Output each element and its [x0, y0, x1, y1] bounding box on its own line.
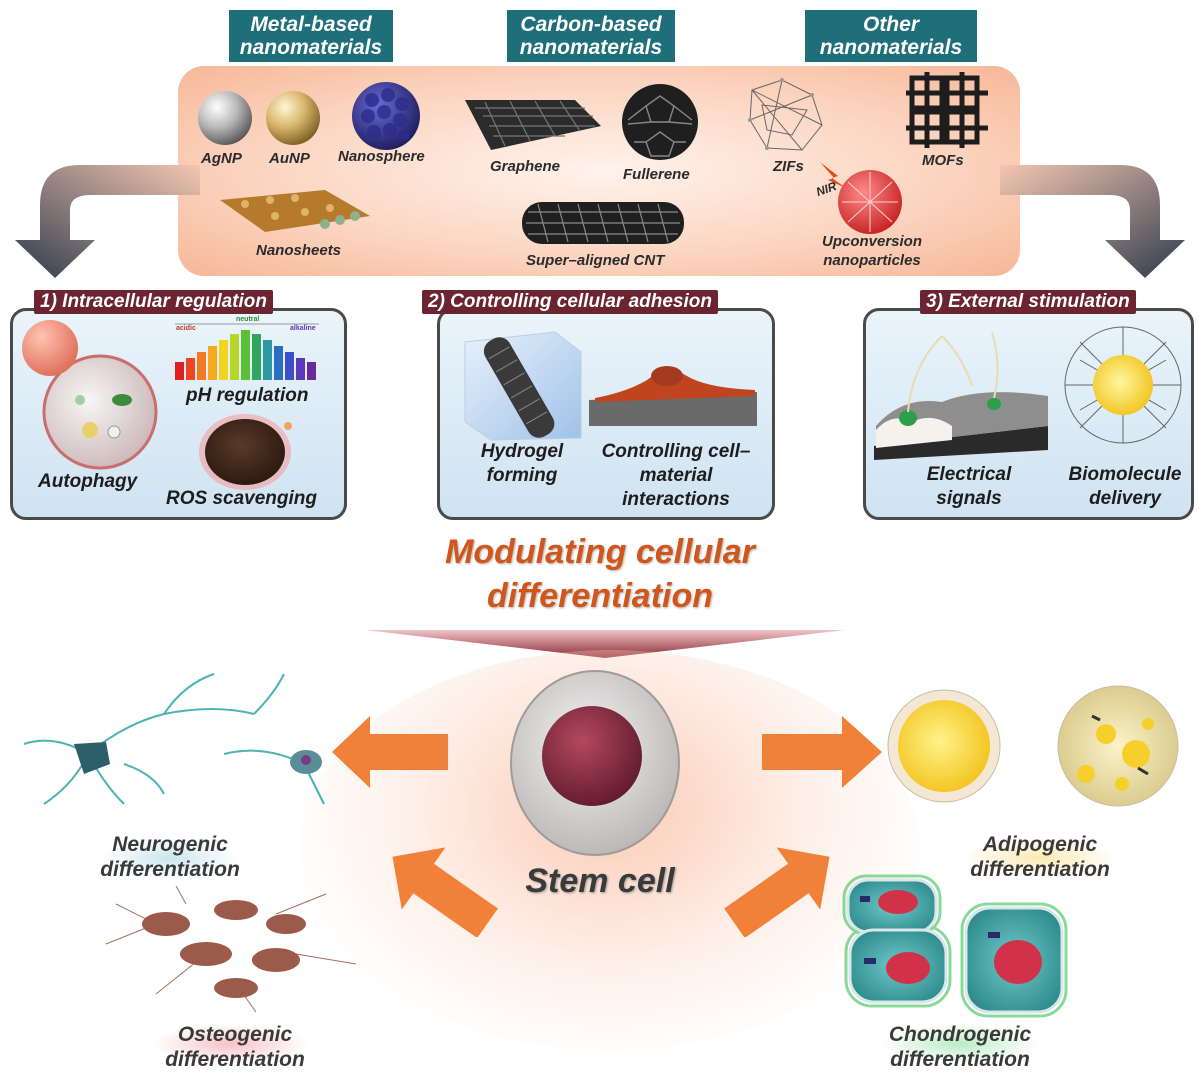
section-title-intracellular: 1) Intracellular regulation: [34, 290, 273, 314]
agnp-image: [198, 91, 252, 145]
label-adipo: Adipogenic differentiation: [970, 833, 1110, 881]
label-mofs: MOFs: [922, 152, 964, 169]
chondro-glow: [880, 1024, 1040, 1064]
label-cnt: Super–aligned CNT: [526, 252, 665, 269]
label-zifs: ZIFs: [773, 158, 804, 175]
label-osteo: Osteogenic differentiation: [165, 1023, 305, 1071]
section-title-external: 3) External stimulation: [920, 290, 1136, 314]
cell-material-image: [589, 366, 757, 426]
electrical-signals-image: [874, 331, 1048, 460]
label-hydrogel: Hydrogel forming: [480, 441, 564, 486]
zifs-image: [748, 78, 823, 151]
ph-scale-acidic: acidic: [176, 325, 196, 332]
label-aunp: AuNP: [269, 150, 310, 167]
chondrocyte-image: [842, 874, 1068, 1018]
modulating-title: Modulating cellular differentiation: [445, 533, 755, 615]
header-other: Other nanomaterials: [805, 10, 977, 62]
arrow-to-neuro: [332, 716, 448, 788]
ph-scale-alkaline: alkaline: [290, 325, 316, 332]
label-electrical: Electrical signals: [926, 464, 1012, 509]
autophagy-image: [22, 320, 158, 470]
cnt-image: [522, 202, 684, 244]
label-fullerene: Fullerene: [623, 166, 690, 183]
label-ph: pH regulation: [186, 385, 309, 406]
ph-scale-image: [175, 323, 319, 380]
graphene-image: [465, 100, 601, 150]
label-chondro: Chondrogenic differentiation: [888, 1023, 1032, 1071]
label-graphene: Graphene: [490, 158, 561, 175]
header-metal: Metal-based nanomaterials: [229, 10, 393, 62]
ph-scale-neutral: neutral: [236, 316, 260, 323]
biomolecule-delivery-image: [1064, 326, 1182, 444]
adipocyte-image: [887, 685, 1179, 807]
curved-arrow-right: [1000, 165, 1185, 278]
mofs-image: [906, 72, 988, 148]
arrow-to-adipo: [762, 716, 882, 788]
label-agnp: AgNP: [201, 150, 242, 167]
nir-beam-icon: [820, 162, 846, 188]
curved-arrow-left: [15, 165, 200, 278]
nanosphere-image: [352, 82, 420, 150]
stem-cell-image: [510, 670, 680, 856]
adipo-glow: [960, 838, 1120, 878]
label-autophagy: Autophagy: [38, 471, 138, 492]
neuro-glow: [100, 838, 240, 878]
upconversion-image: [838, 170, 902, 234]
down-arrow-main: [365, 630, 845, 658]
label-biomolecule: Biomolecule delivery: [1068, 464, 1182, 509]
ros-particle-image: [199, 414, 292, 490]
label-ros: ROS scavenging: [166, 488, 317, 509]
section-title-adhesion: 2) Controlling cellular adhesion: [422, 290, 718, 314]
hydrogel-image: [464, 331, 582, 441]
label-cellmat: Controlling cell–material interactions: [601, 441, 751, 510]
label-nanosphere: Nanosphere: [338, 148, 425, 165]
label-neuro: Neurogenic differentiation: [100, 833, 240, 881]
osteocyte-image: [105, 885, 357, 1013]
aunp-image: [266, 91, 320, 145]
stem-cell-label: Stem cell: [525, 862, 675, 900]
header-carbon: Carbon-based nanomaterials: [507, 10, 675, 62]
nanosheets-image: [220, 190, 370, 232]
label-nanosheets: Nanosheets: [256, 242, 342, 259]
arrow-to-chondro: [724, 847, 830, 937]
fullerene-image: [622, 84, 698, 160]
arrow-to-osteo: [392, 847, 498, 937]
neuron-image: [23, 673, 325, 805]
osteo-glow: [150, 1024, 310, 1064]
label-upconversion: Upconversion nanoparticles: [821, 233, 923, 269]
